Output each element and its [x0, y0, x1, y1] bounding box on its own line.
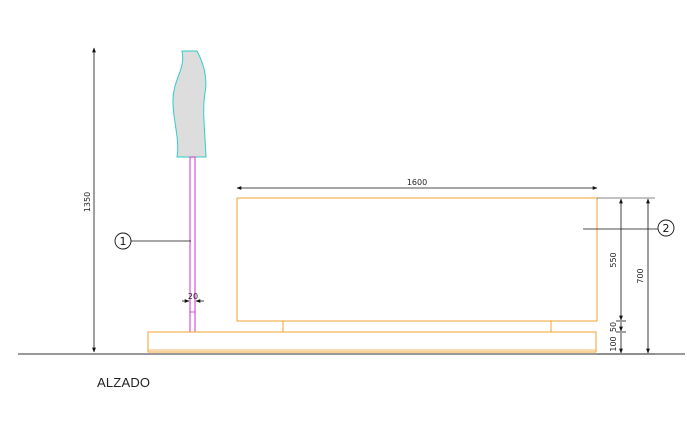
view-title: ALZADO — [97, 375, 151, 390]
length-dimension-label: 1600 — [407, 178, 427, 187]
overall-height-label: 700 — [636, 268, 645, 283]
callout-pole: 1 — [114, 232, 191, 250]
callout-planter-number: 2 — [663, 222, 670, 235]
overall-height-dimension: 700 — [636, 198, 650, 354]
umbrella-pole — [189, 156, 196, 333]
pole-width-dimension: 20 — [182, 292, 204, 303]
umbrella-canopy — [172, 50, 207, 158]
pole-width-label: 20 — [188, 292, 198, 301]
callout-planter: 2 — [583, 219, 675, 237]
chain-dimension — [616, 198, 626, 354]
height-dimension-label: 1350 — [83, 192, 92, 212]
extension-lines — [597, 197, 655, 355]
height-dimension: 1350 — [83, 47, 96, 353]
planter-plinth — [282, 320, 552, 333]
gap-height-label: 50 — [609, 322, 618, 332]
callout-pole-number: 1 — [120, 235, 127, 248]
upper-height-label: 550 — [609, 252, 618, 267]
base-slab — [147, 331, 597, 353]
planter-box — [236, 197, 598, 322]
base-height-label: 100 — [609, 336, 618, 351]
length-dimension: 1600 — [236, 178, 598, 190]
